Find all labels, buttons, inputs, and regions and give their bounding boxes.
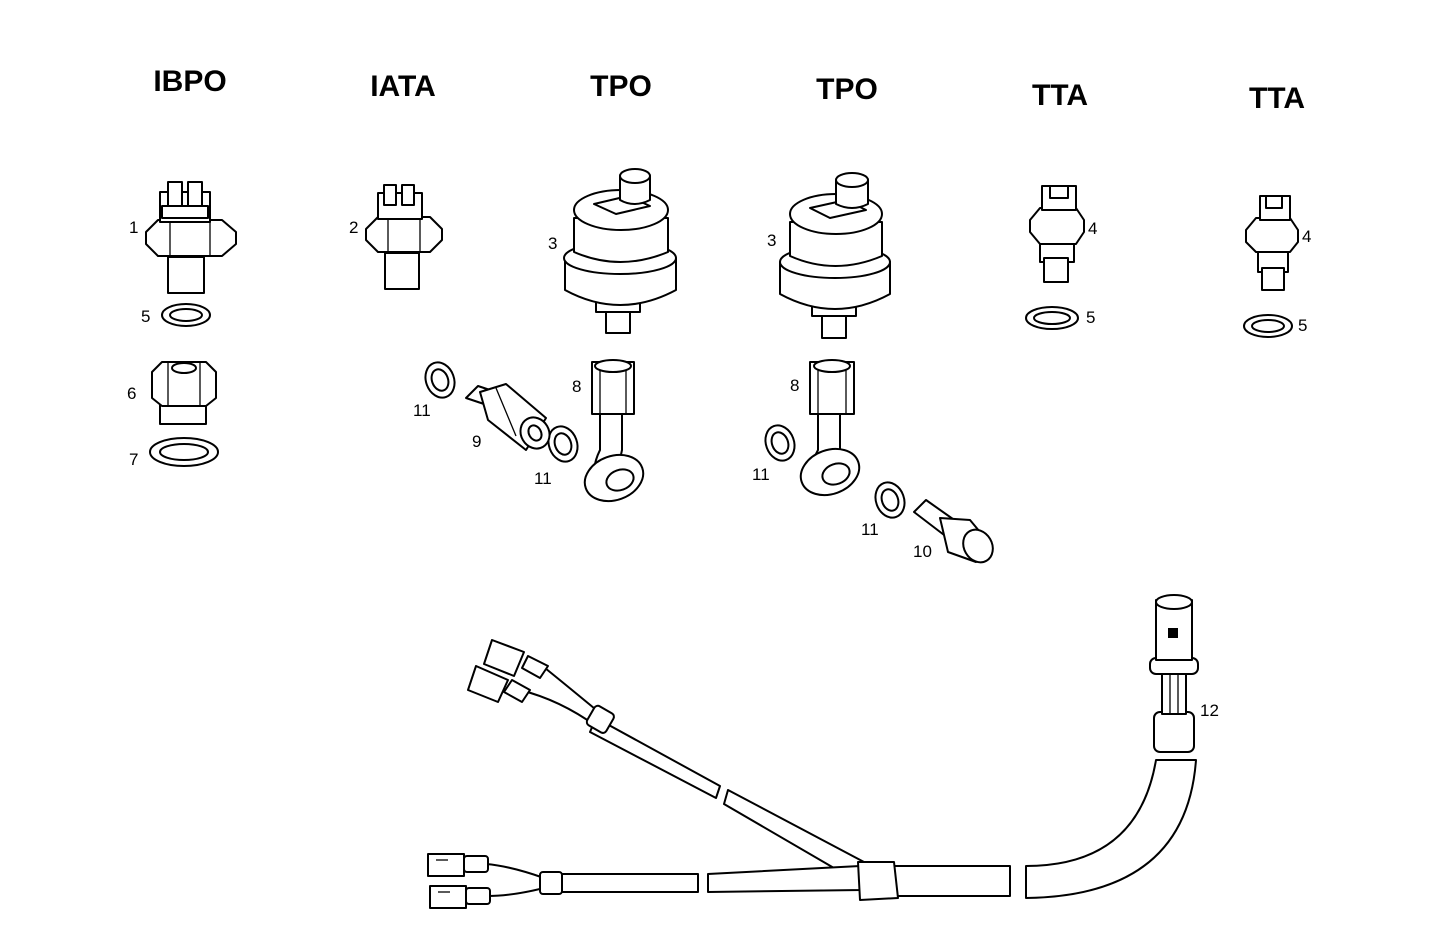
callout-4a: 4 — [1088, 219, 1097, 238]
header-tpo-2: TPO — [816, 73, 878, 106]
adapter-6 — [151, 361, 217, 425]
washer-11c — [764, 424, 796, 462]
banjo-fitting-8a — [583, 359, 645, 503]
washer-11d — [874, 481, 906, 519]
washer-7 — [149, 437, 219, 467]
callout-3a: 3 — [548, 234, 557, 253]
callout-10: 10 — [913, 542, 932, 561]
callout-12: 12 — [1200, 701, 1219, 720]
callout-8b: 8 — [790, 376, 799, 395]
washer-11b — [547, 425, 579, 463]
pressure-switch-2 — [365, 184, 443, 290]
callout-1: 1 — [129, 218, 138, 237]
header-tta-2: TTA — [1249, 82, 1305, 115]
pressure-switch-1 — [145, 181, 237, 294]
callout-8a: 8 — [572, 377, 581, 396]
pressure-sender-3b — [779, 172, 891, 339]
washer-5c — [1243, 314, 1293, 338]
pressure-sender-3a — [563, 168, 677, 334]
callout-11c: 11 — [752, 465, 770, 484]
callout-3b: 3 — [767, 231, 776, 250]
temp-sender-4a — [1029, 185, 1085, 283]
callout-9: 9 — [472, 432, 481, 451]
header-ibpo: IBPO — [153, 65, 226, 98]
union-9 — [465, 383, 551, 451]
callout-7: 7 — [129, 450, 138, 469]
banjo-fitting-8b — [799, 359, 861, 497]
banjo-bolt-10 — [913, 499, 994, 564]
header-tpo-1: TPO — [590, 70, 652, 103]
temp-sender-4b — [1245, 195, 1299, 291]
callout-11b: 11 — [534, 469, 552, 488]
callout-2: 2 — [349, 218, 358, 237]
header-tta-1: TTA — [1032, 79, 1088, 112]
wiring-harness-12 — [427, 594, 1199, 909]
header-iata: IATA — [370, 70, 436, 103]
washer-11a — [424, 361, 456, 399]
callout-11d: 11 — [861, 520, 879, 539]
callout-11a: 11 — [413, 401, 431, 420]
callout-5a: 5 — [141, 307, 150, 326]
callout-5c: 5 — [1298, 316, 1307, 335]
washer-5a — [161, 303, 211, 327]
callout-4b: 4 — [1302, 227, 1311, 246]
callout-6: 6 — [127, 384, 136, 403]
callout-5b: 5 — [1086, 308, 1095, 327]
washer-5b — [1025, 306, 1079, 330]
